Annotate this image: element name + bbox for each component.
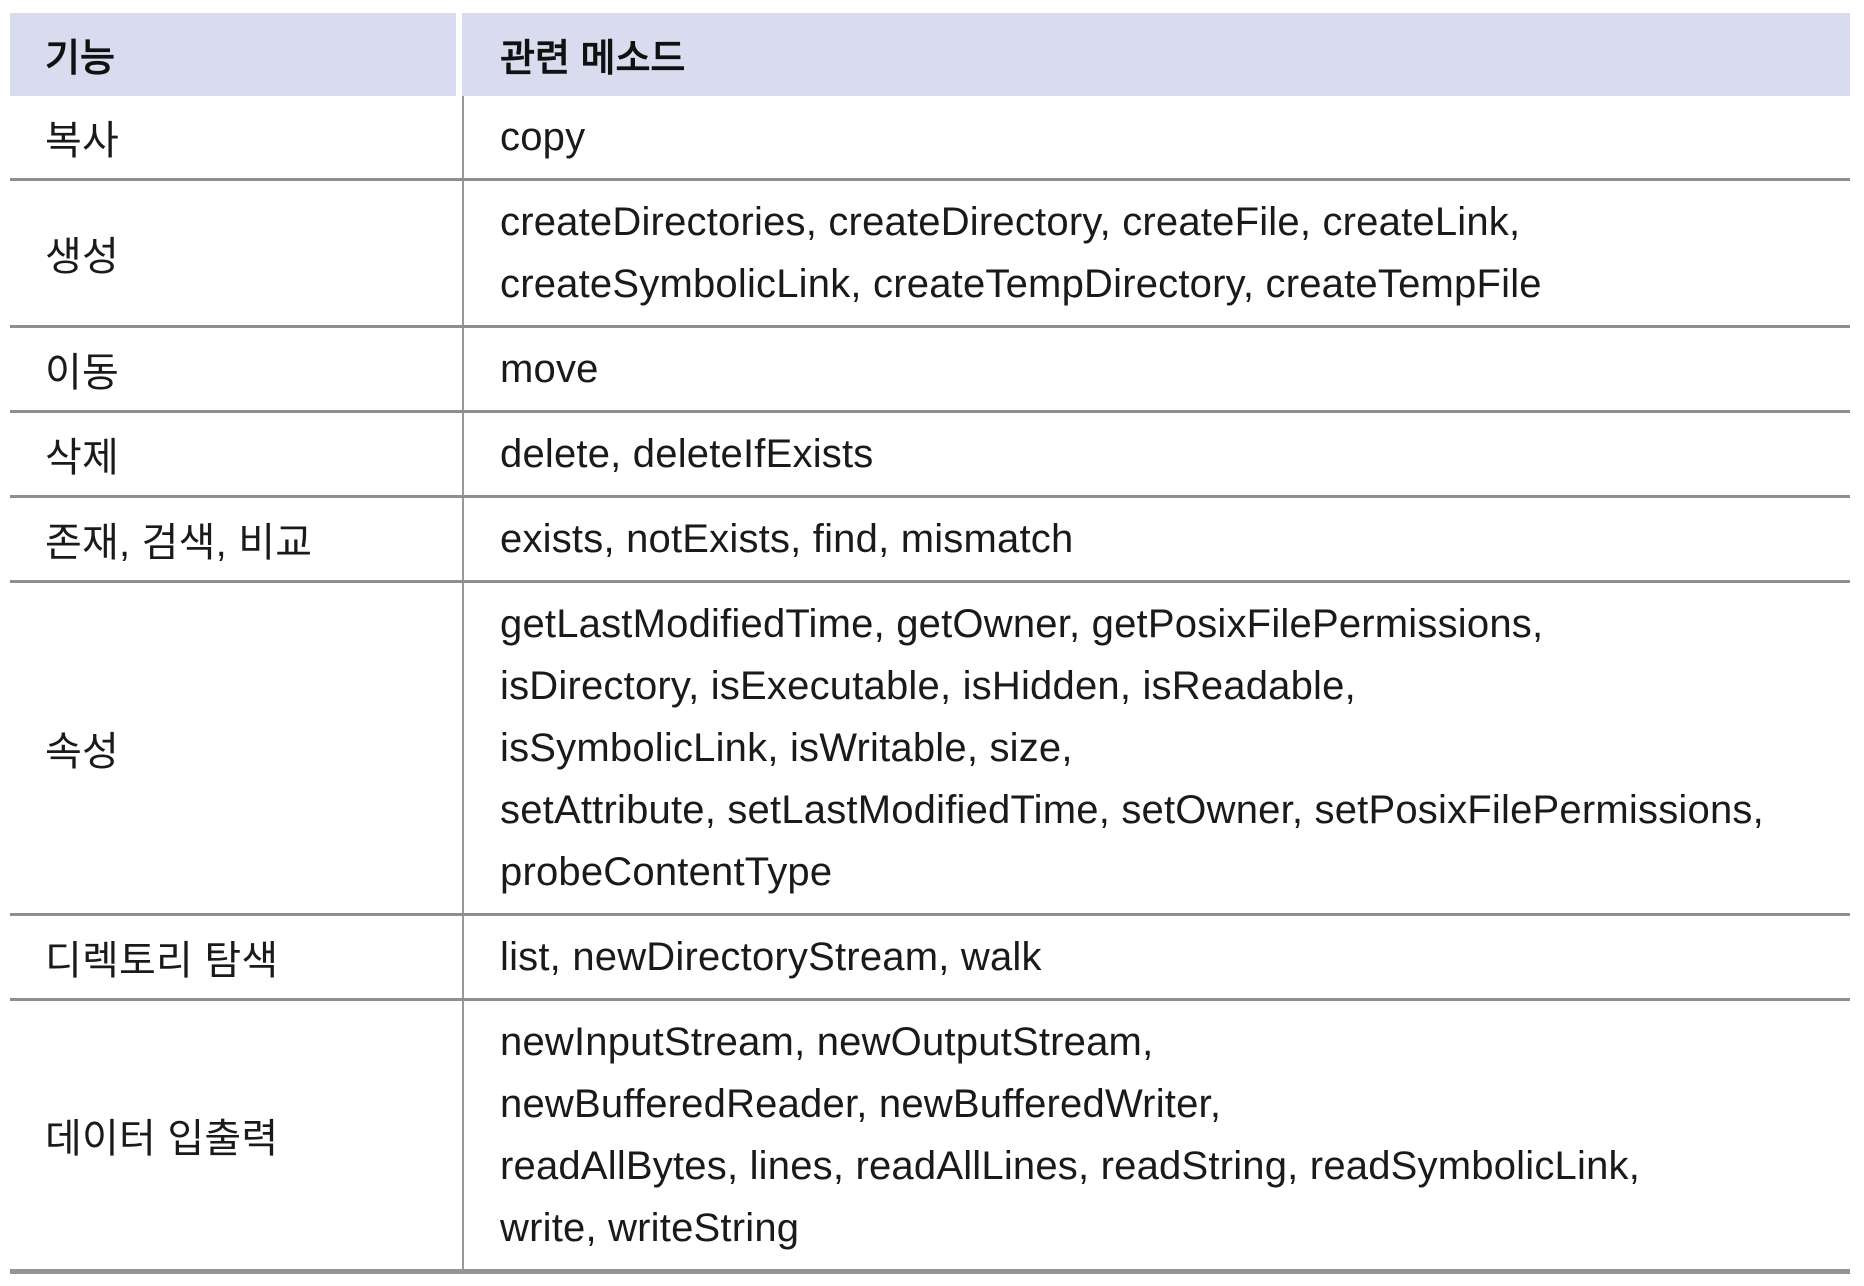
method-line: newInputStream, newOutputStream, [500,1020,1154,1064]
methods-cell: newInputStream, newOutputStream, newBuffe… [462,1001,1850,1269]
methods-cell: getLastModifiedTime, getOwner, getPosixF… [462,583,1850,913]
feature-cell: 생성 [45,235,119,279]
header-cell-methods: 관련 메소드 [462,13,1850,96]
method-line: readAllBytes, lines, readAllLines, readS… [500,1144,1641,1188]
methods-cell: list, newDirectoryStream, walk [462,916,1850,998]
header-cell-feature: 기능 [10,13,456,96]
method-line: move [500,347,599,391]
methods-cell: delete, deleteIfExists [462,413,1850,495]
feature-cell: 데이터 입출력 [45,1117,279,1161]
feature-cell: 존재, 검색, 비교 [45,521,313,565]
table-row: 디렉토리 탐색 list, newDirectoryStream, walk [10,916,1850,1001]
method-line: createDirectories, createDirectory, crea… [500,200,1521,244]
files-methods-table: 기능 관련 메소드 복사 copy 생성 createDirectories, … [10,13,1850,1274]
feature-cell: 복사 [45,119,119,163]
method-line: createSymbolicLink, createTempDirectory,… [500,262,1542,306]
feature-cell: 속성 [45,730,119,774]
method-line: isDirectory, isExecutable, isHidden, isR… [500,664,1356,708]
table-row: 속성 getLastModifiedTime, getOwner, getPos… [10,583,1850,916]
table-row: 이동 move [10,328,1850,413]
feature-cell: 이동 [45,351,119,395]
method-line: probeContentType [500,850,833,894]
table-body: 복사 copy 생성 createDirectories, createDire… [10,96,1850,1274]
feature-cell: 디렉토리 탐색 [45,939,279,983]
table-row: 생성 createDirectories, createDirectory, c… [10,181,1850,328]
method-line: newBufferedReader, newBufferedWriter, [500,1082,1222,1126]
method-line: write, writeString [500,1206,800,1250]
method-line: isSymbolicLink, isWritable, size, [500,726,1073,770]
table-row: 복사 copy [10,96,1850,181]
methods-cell: copy [462,96,1850,178]
table-header-row: 기능 관련 메소드 [10,13,1850,96]
method-line: delete, deleteIfExists [500,432,874,476]
methods-cell: exists, notExists, find, mismatch [462,498,1850,580]
feature-cell: 삭제 [45,436,119,480]
method-line: copy [500,115,586,159]
method-line: setAttribute, setLastModifiedTime, setOw… [500,788,1764,832]
table-row: 데이터 입출력 newInputStream, newOutputStream,… [10,1001,1850,1274]
method-line: exists, notExists, find, mismatch [500,517,1074,561]
method-line: list, newDirectoryStream, walk [500,935,1042,979]
methods-cell: createDirectories, createDirectory, crea… [462,181,1850,325]
table-row: 존재, 검색, 비교 exists, notExists, find, mism… [10,498,1850,583]
method-line: getLastModifiedTime, getOwner, getPosixF… [500,602,1544,646]
table-row: 삭제 delete, deleteIfExists [10,413,1850,498]
methods-cell: move [462,328,1850,410]
